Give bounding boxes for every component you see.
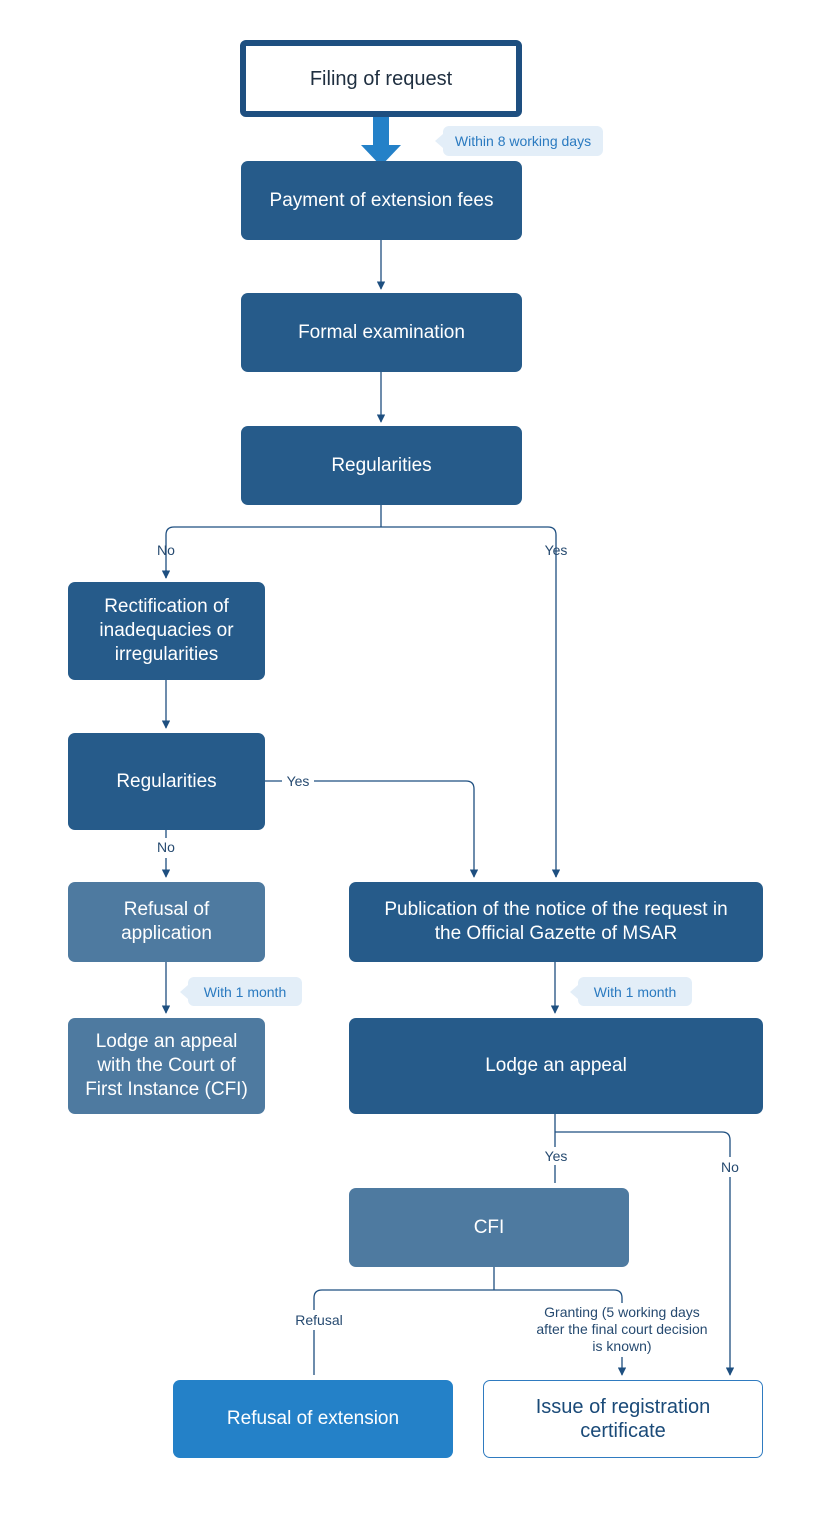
- thick-start-arrow: [361, 116, 401, 166]
- note-text: With 1 month: [594, 984, 676, 1000]
- node-label: Filing of request: [310, 67, 452, 91]
- note-with-1-month-right: With 1 month: [578, 977, 692, 1006]
- node-publication: Publication of the notice of the request…: [349, 882, 763, 962]
- node-label: CFI: [474, 1216, 505, 1240]
- label-no-2: No: [146, 839, 186, 856]
- note-with-1-month-left: With 1 month: [188, 977, 302, 1006]
- label-yes-2: Yes: [278, 773, 318, 790]
- note-text: Within 8 working days: [455, 133, 591, 149]
- node-regularities-2: Regularities: [68, 733, 265, 830]
- node-issue-certificate: Issue of registration certificate: [483, 1380, 763, 1458]
- node-label: Regularities: [331, 454, 431, 478]
- node-formal-examination: Formal examination: [241, 293, 522, 372]
- node-label: Issue of registration certificate: [510, 1395, 736, 1443]
- arrow-regularities2-yes: [265, 781, 474, 877]
- label-granting: Granting (5 working days after the final…: [536, 1304, 708, 1355]
- label-yes-1: Yes: [534, 542, 578, 559]
- node-label: Payment of extension fees: [270, 189, 494, 213]
- node-lodge-appeal-cfi: Lodge an appeal with the Court of First …: [68, 1018, 265, 1114]
- node-filing-of-request: Filing of request: [240, 40, 522, 117]
- node-label: Formal examination: [298, 321, 465, 345]
- node-label: Refusal of application: [98, 898, 235, 946]
- node-cfi: CFI: [349, 1188, 629, 1267]
- node-refusal-of-application: Refusal of application: [68, 882, 265, 962]
- node-label: Rectification of inadequacies or irregul…: [82, 595, 251, 667]
- node-refusal-of-extension: Refusal of extension: [173, 1380, 453, 1458]
- node-regularities-1: Regularities: [241, 426, 522, 505]
- label-no-1: No: [146, 542, 186, 559]
- node-label: Lodge an appeal with the Court of First …: [84, 1030, 249, 1102]
- note-within-8-working-days: Within 8 working days: [443, 126, 603, 156]
- node-payment: Payment of extension fees: [241, 161, 522, 240]
- node-label: Lodge an appeal: [485, 1054, 627, 1078]
- label-no-3: No: [710, 1159, 750, 1176]
- node-label: Refusal of extension: [227, 1407, 399, 1431]
- label-refusal: Refusal: [284, 1312, 354, 1329]
- node-rectification: Rectification of inadequacies or irregul…: [68, 582, 265, 680]
- node-label: Publication of the notice of the request…: [377, 898, 735, 946]
- node-lodge-appeal: Lodge an appeal: [349, 1018, 763, 1114]
- note-text: With 1 month: [204, 984, 286, 1000]
- node-label: Regularities: [116, 770, 216, 794]
- label-yes-3: Yes: [534, 1148, 578, 1165]
